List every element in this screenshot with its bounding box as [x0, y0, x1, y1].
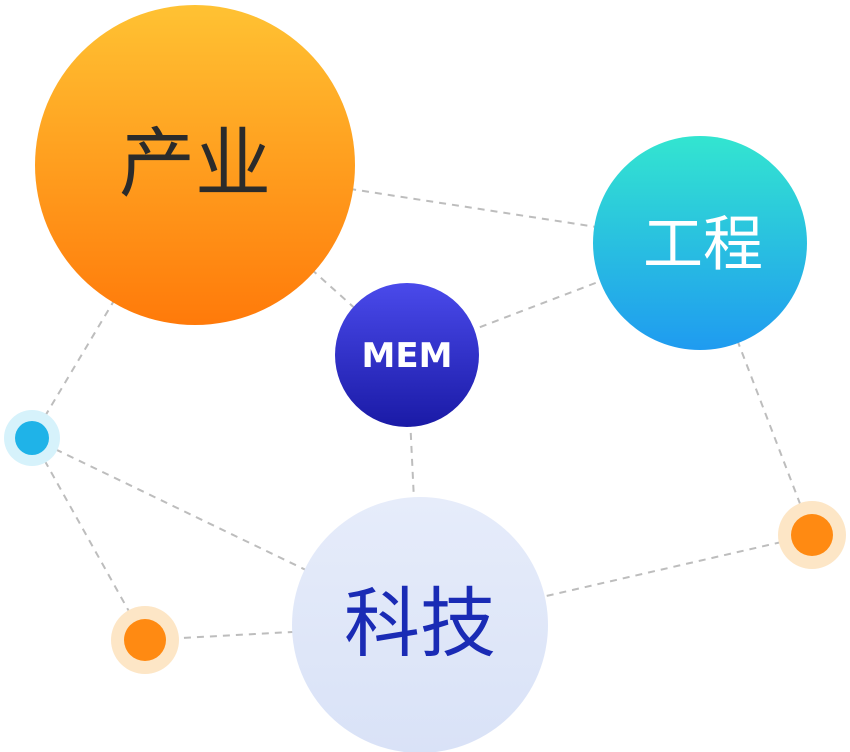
node-technology: 科技: [292, 497, 548, 752]
node-industry-label: 产业: [119, 119, 271, 208]
dot-orange-right: [778, 501, 846, 569]
node-technology-label: 科技: [344, 579, 496, 668]
node-engineering-label: 工程: [643, 210, 763, 280]
connector-orange-dot-left-technology: [144, 624, 421, 641]
connector-cyan-dot-technology: [31, 437, 421, 626]
node-engineering: 工程: [593, 136, 807, 350]
dot-orange-left: [111, 606, 179, 674]
node-mem-label: MEM: [362, 336, 453, 376]
dot-cyan-left: [4, 410, 60, 466]
connector-cyan-dot-orange-dot-left: [31, 437, 146, 641]
node-industry: 产业: [35, 5, 355, 325]
node-mem: MEM: [335, 283, 479, 427]
